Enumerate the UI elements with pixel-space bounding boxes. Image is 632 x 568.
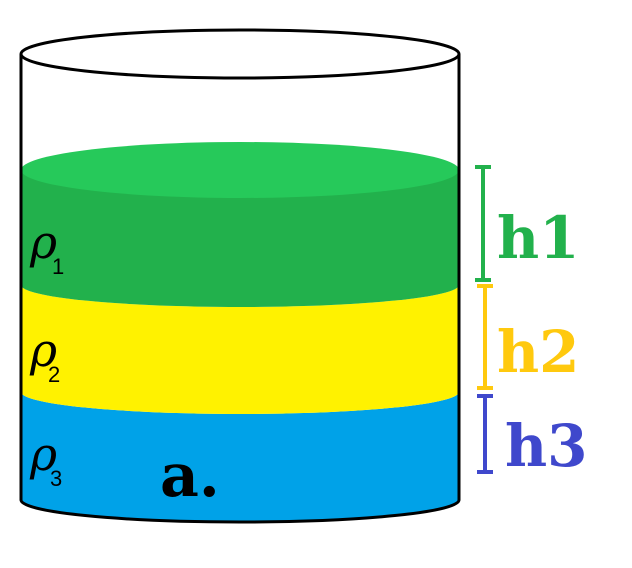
density-label-1: ρ 1: [29, 215, 64, 279]
cylinder-rim: [19, 28, 461, 80]
height-label-3: h3: [505, 412, 588, 480]
layer-3-fill: [21, 392, 459, 522]
height-label-2: h2: [497, 318, 580, 386]
svg-text:ρ: ρ: [29, 427, 57, 481]
svg-text:ρ: ρ: [29, 215, 57, 269]
density-label-2: ρ 2: [29, 323, 60, 387]
cylinder-bottom: [19, 499, 461, 524]
svg-text:1: 1: [52, 254, 64, 279]
density-label-3: ρ 3: [29, 427, 62, 491]
liquid-surface: [21, 142, 459, 198]
height-bracket-3: [477, 394, 493, 474]
svg-text:3: 3: [50, 466, 62, 491]
svg-text:2: 2: [48, 362, 60, 387]
svg-text:ρ: ρ: [29, 323, 57, 377]
height-bracket-2: [477, 284, 493, 390]
figure-label: a.: [160, 441, 220, 511]
layer-2-fill: [21, 285, 459, 414]
height-bracket-1: [475, 165, 491, 282]
layer-1-fill: [21, 170, 459, 307]
height-label-1: h1: [497, 204, 580, 272]
